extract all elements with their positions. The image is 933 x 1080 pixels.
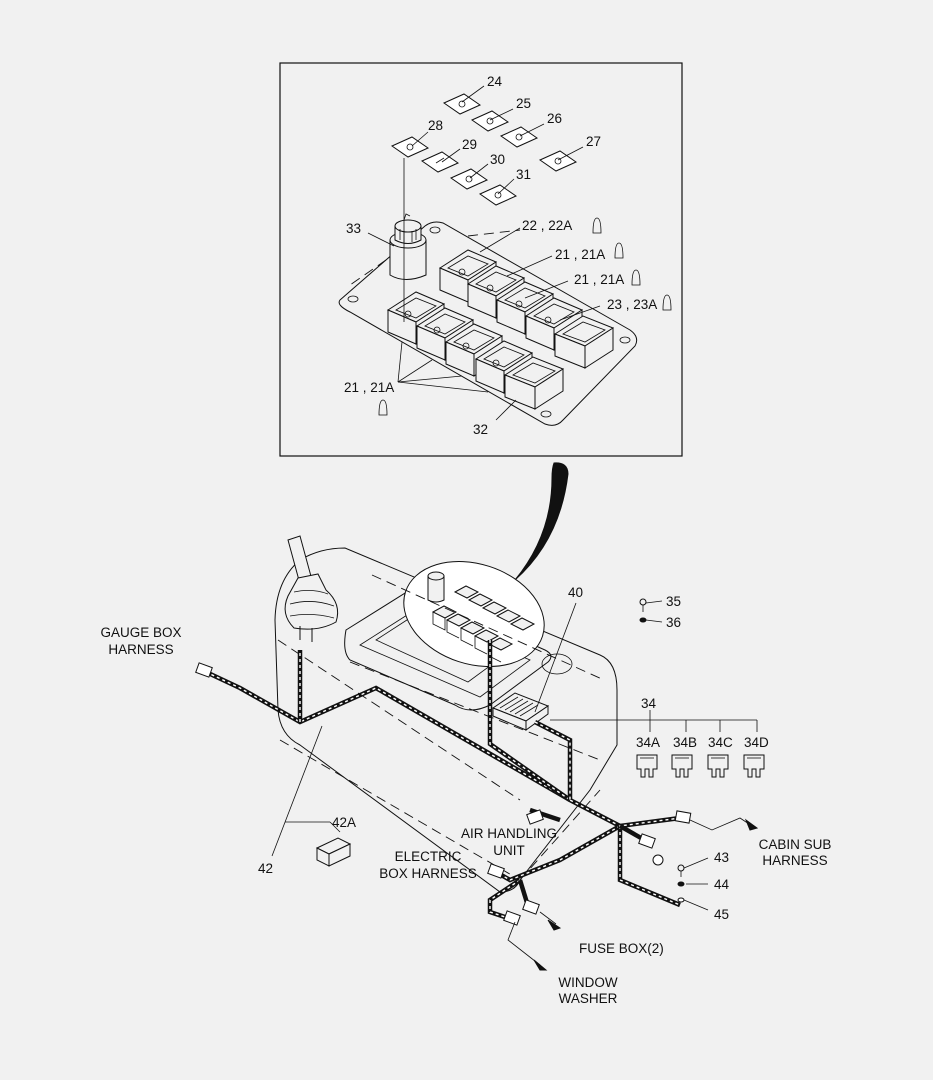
callout-42a: 42A	[332, 815, 356, 830]
fuse-block	[491, 692, 550, 731]
callout-30: 30	[490, 152, 505, 167]
bulb-icons	[378, 217, 672, 416]
window-washer-label-line2: WASHER	[559, 991, 618, 1006]
cabin-sub-harness-label-line1: CABIN SUB	[759, 837, 832, 852]
callout-34c: 34C	[708, 735, 733, 750]
callout-34a: 34A	[636, 735, 660, 750]
callout-26: 26	[547, 111, 562, 126]
rocker-switches	[386, 249, 615, 410]
cabin-sub-harness-label-line2: HARNESS	[762, 853, 827, 868]
callout-33: 33	[346, 221, 361, 236]
callout-23-23a: 23 , 23A	[607, 297, 657, 312]
rotary-knob	[389, 213, 427, 280]
callout-36: 36	[666, 615, 681, 630]
electric-box-harness-label-line2: BOX HARNESS	[379, 866, 477, 881]
hardware	[639, 598, 685, 903]
relay-42a	[315, 837, 352, 867]
joystick	[284, 535, 339, 642]
switch-panel-detail-inset: 24 25 26 27 28 29 30 31 33 22 , 22A 21 ,…	[279, 62, 683, 457]
callout-43: 43	[714, 850, 729, 865]
callout-21-21a-third: 21 , 21A	[344, 380, 394, 395]
gauge-box-harness-label-line2: HARNESS	[108, 642, 173, 657]
main-leader-lines	[271, 600, 759, 971]
console-switches	[427, 571, 536, 663]
callout-31: 31	[516, 167, 531, 182]
callout-29: 29	[462, 137, 477, 152]
fuses	[636, 754, 765, 778]
callout-28: 28	[428, 118, 443, 133]
callout-34b: 34B	[673, 735, 697, 750]
callout-27: 27	[586, 134, 601, 149]
detail-pointer	[514, 462, 569, 581]
gauge-box-harness-label-line1: GAUGE BOX	[100, 625, 181, 640]
callout-22-22a: 22 , 22A	[522, 218, 572, 233]
callout-40: 40	[568, 585, 583, 600]
wire-harness	[205, 640, 681, 923]
callout-34: 34	[641, 696, 657, 711]
fuse-box-label: FUSE BOX(2)	[579, 941, 664, 956]
callout-42: 42	[258, 861, 273, 876]
callout-21-21a-second: 21 , 21A	[574, 272, 624, 287]
electric-box-harness-label-line1: ELECTRIC	[395, 849, 462, 864]
callout-25: 25	[516, 96, 531, 111]
inset-leader-lines	[349, 85, 601, 421]
window-washer-label-line1: WINDOW	[558, 975, 617, 990]
console-assembly	[274, 535, 618, 893]
callout-21-21a-first: 21 , 21A	[555, 247, 605, 262]
callout-24: 24	[487, 74, 503, 89]
callout-32: 32	[473, 422, 488, 437]
connectors	[195, 662, 692, 926]
air-handling-unit-label-line1: AIR HANDLING	[461, 826, 557, 841]
air-handling-unit-label-line2: UNIT	[493, 843, 525, 858]
callout-34d: 34D	[744, 735, 769, 750]
hidden-outline-dashes	[277, 574, 605, 881]
callout-35: 35	[666, 594, 681, 609]
callout-45: 45	[714, 907, 729, 922]
switch-lenses	[390, 93, 578, 206]
callout-44: 44	[714, 877, 730, 892]
